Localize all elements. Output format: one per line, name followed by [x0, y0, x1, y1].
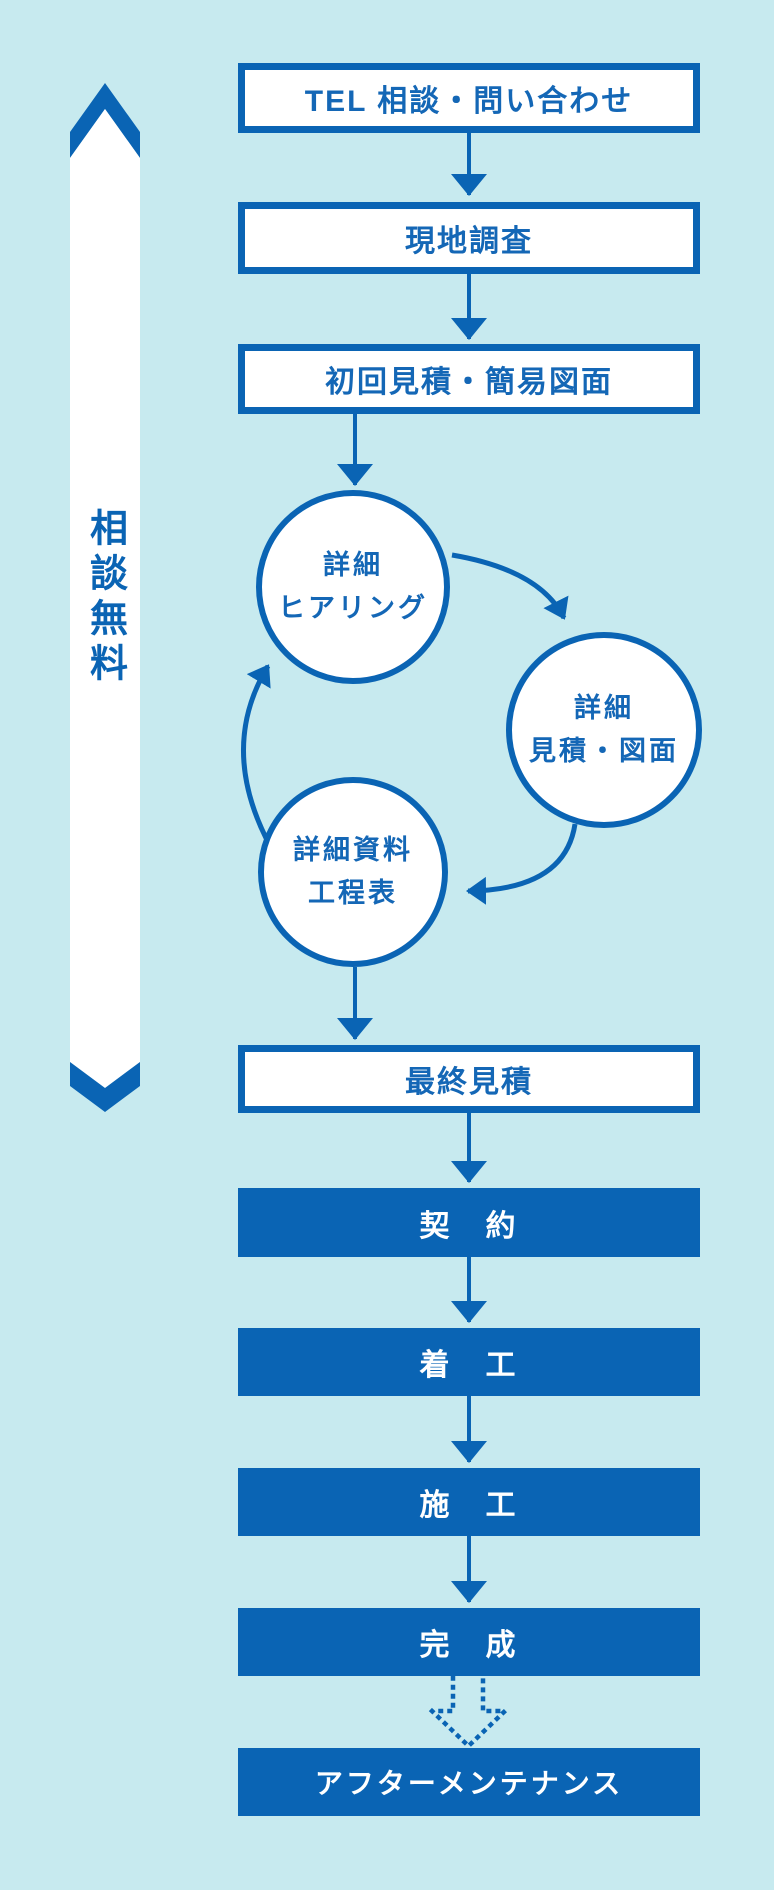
step-contract: 契 約: [238, 1188, 700, 1257]
dotted-arrow-down-icon: [426, 1675, 511, 1750]
ribbon-label: 相談無料: [83, 507, 126, 688]
cycle-node-schedule-docs: 詳細資料 工程表: [258, 777, 448, 967]
cycle-node-label-line1: 詳細: [323, 549, 383, 580]
step-completion: 完 成: [238, 1608, 700, 1676]
step-site-survey: 現地調査: [238, 202, 700, 274]
cycle-node-label-line2: ヒアリング: [278, 593, 428, 623]
chevron-up-icon: [70, 83, 140, 158]
cycle-node-label-line2: 見積・図面: [529, 736, 679, 766]
cycle-node-detail-estimate: 詳細 見積・図面: [506, 632, 702, 828]
step-aftercare: アフターメンテナンス: [238, 1748, 700, 1816]
cycle-node-label-line1: 詳細: [574, 692, 634, 723]
step-groundbreaking: 着 工: [238, 1328, 700, 1396]
cycle-node-label-line2: 工程表: [308, 878, 398, 908]
cycle-node-detail-hearing: 詳細 ヒアリング: [256, 490, 450, 684]
curved-arrow-icon: [451, 552, 569, 620]
chevron-down-icon: [70, 1062, 140, 1112]
curved-arrow-icon: [466, 823, 578, 905]
step-tel-consultation: TEL 相談・問い合わせ: [238, 63, 700, 133]
curved-arrow-icon: [241, 664, 271, 840]
step-first-estimate: 初回見積・簡易図面: [238, 344, 700, 414]
step-final-estimate: 最終見積: [238, 1045, 700, 1113]
cycle-node-label-line1: 詳細資料: [293, 834, 413, 865]
step-construction: 施 工: [238, 1468, 700, 1536]
